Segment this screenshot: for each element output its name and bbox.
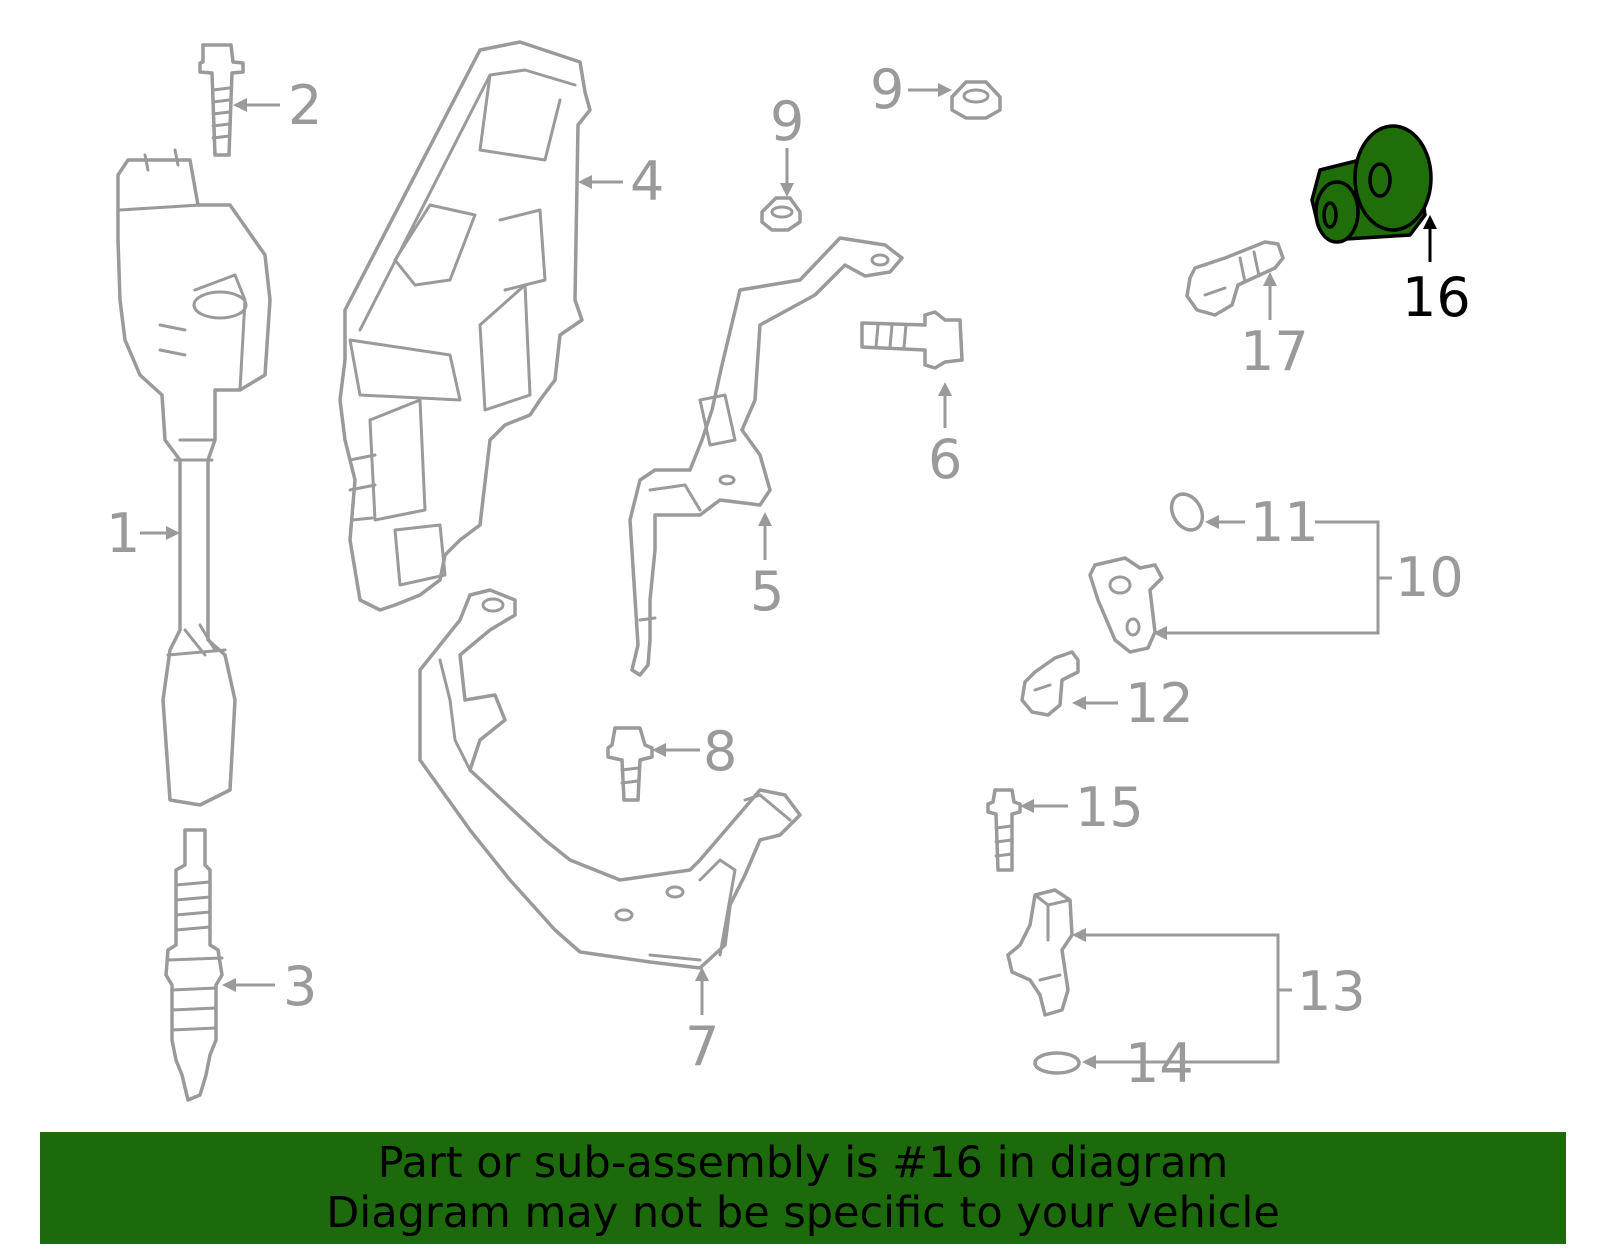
callout-6: 6 (928, 428, 962, 491)
part-6-bolt[interactable] (860, 310, 964, 370)
part-5-bracket[interactable] (628, 236, 904, 677)
part-7-lower-bracket[interactable] (418, 588, 802, 970)
part-9b-nut[interactable] (950, 80, 1002, 120)
callout-15: 15 (1075, 776, 1144, 839)
part-3-spark-plug[interactable] (164, 828, 224, 1102)
part-11-o-ring[interactable] (1165, 489, 1208, 536)
leader-lines (140, 83, 1437, 1069)
callout-12: 12 (1125, 672, 1194, 735)
callout-17: 17 (1240, 320, 1309, 383)
callout-1: 1 (106, 502, 140, 565)
part-9a-nut[interactable] (760, 196, 802, 232)
banner-line-part-number: Part or sub-assembly is #16 in diagram (377, 1138, 1229, 1188)
callout-14: 14 (1125, 1032, 1194, 1095)
part-12-bolt[interactable] (1020, 650, 1080, 717)
part-4-control-module[interactable] (338, 40, 592, 612)
part-10-sensor[interactable] (1088, 556, 1164, 654)
part-16-highlighted-part[interactable] (1310, 124, 1433, 244)
callout-5: 5 (750, 560, 784, 623)
callout-4: 4 (630, 150, 664, 213)
part-15-bolt[interactable] (986, 788, 1022, 872)
callout-11: 11 (1250, 491, 1319, 554)
callout-2: 2 (288, 74, 322, 137)
part-13-sensor[interactable] (1006, 888, 1074, 1017)
callout-3: 3 (283, 955, 317, 1018)
callout-16: 16 (1402, 266, 1471, 329)
info-banner: Part or sub-assembly is #16 in diagram D… (40, 1132, 1566, 1244)
callout-13: 13 (1297, 960, 1366, 1023)
callout-9-a: 9 (770, 90, 804, 153)
part-1-ignition-coil[interactable] (116, 148, 272, 807)
part-8-bolt[interactable] (606, 726, 654, 802)
callout-9-b: 9 (870, 58, 904, 121)
callout-10: 10 (1395, 546, 1464, 609)
callout-8: 8 (703, 720, 737, 783)
callout-7: 7 (685, 1015, 719, 1078)
part-17-bolt[interactable] (1185, 240, 1285, 317)
part-2-bolt[interactable] (198, 43, 245, 157)
part-14-o-ring[interactable] (1033, 1051, 1081, 1075)
callouts: 1 2 3 4 5 6 7 8 9 9 10 11 12 13 14 15 16… (106, 58, 1471, 1095)
banner-line-disclaimer: Diagram may not be specific to your vehi… (326, 1188, 1280, 1238)
